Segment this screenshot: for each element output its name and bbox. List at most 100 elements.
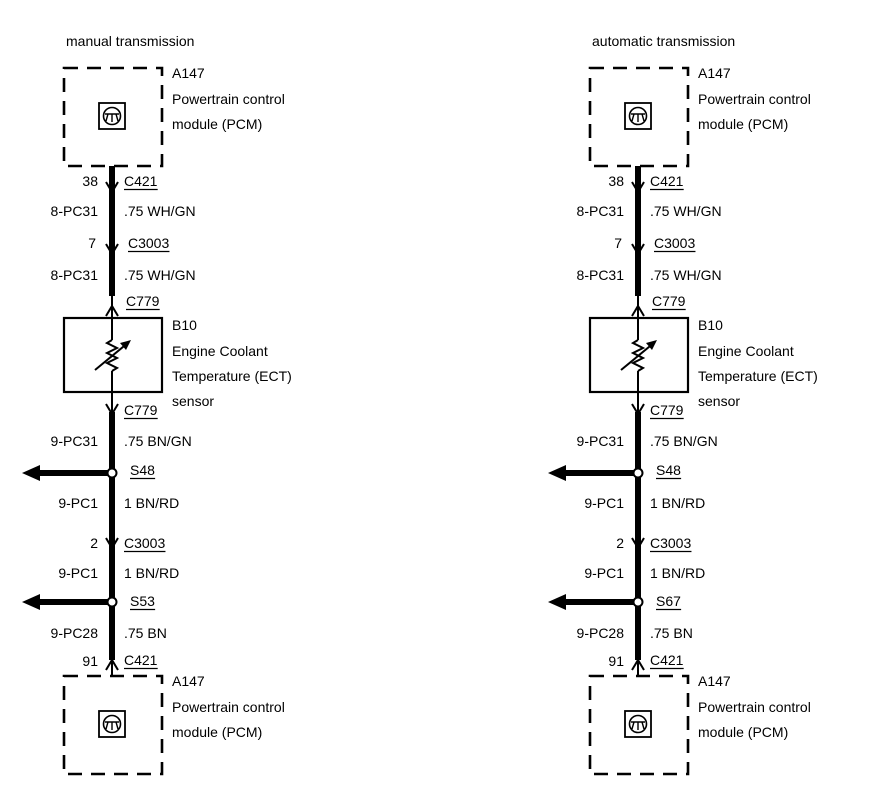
wire1-spec: .75 WH/GN [650,203,722,219]
wire4-circuit: 9-PC1 [584,495,624,511]
lower-connector-arrow [105,537,119,550]
top-connector-arrow [631,181,645,194]
thermistor-symbol [620,318,657,392]
mid-pin: 7 [614,235,622,251]
top-connector-label: C421 [124,173,158,189]
bottom-connector-label: C421 [650,652,684,668]
splice1-label: S48 [130,462,155,478]
pcm-top-name-line1: Powertrain control [172,91,285,107]
pcm-top-icon [624,102,652,130]
bottom-pin: 91 [82,653,98,669]
sensor-top-connector-label: C779 [126,293,160,309]
pcm-top-id: A147 [172,65,205,81]
mid-pin: 7 [88,235,96,251]
sensor-name-line1: Engine Coolant [172,343,268,359]
sensor-name-line3: sensor [698,393,740,409]
wire1-circuit: 8-PC31 [577,203,625,219]
sensor-name-line1: Engine Coolant [698,343,794,359]
pcm-bottom-name-line2: module (PCM) [172,724,262,740]
splice2-dot [632,596,644,608]
splice2-label: S53 [130,593,155,609]
lower-connector-label: C3003 [124,535,165,551]
pcm-bottom-box [588,674,690,776]
wire5-spec: 1 BN/RD [650,565,705,581]
pcm-top-name-line2: module (PCM) [698,116,788,132]
lower-pin: 2 [90,535,98,551]
mid-connector-arrow [105,243,119,256]
top-pin: 38 [608,173,624,189]
pcm-top-name-line2: module (PCM) [172,116,262,132]
wire2-circuit: 8-PC31 [577,267,625,283]
lower-connector-label: C3003 [650,535,691,551]
wire5-spec: 1 BN/RD [124,565,179,581]
column-heading: manual transmission [66,33,194,49]
splice1-dot [106,467,118,479]
splice1-label: S48 [656,462,681,478]
pcm-bottom-icon [624,710,652,738]
splice2-branch-arrow [548,594,566,610]
bottom-connector-arrow [105,658,119,671]
wire3-circuit: 9-PC31 [51,433,99,449]
pcm-top-icon [98,102,126,130]
wire6-spec: .75 BN [124,625,167,641]
splice2-dot [106,596,118,608]
pcm-bottom-id: A147 [172,673,205,689]
wire6-circuit: 9-PC28 [51,625,99,641]
sensor-bottom-connector-arrow [105,403,119,416]
bottom-pin: 91 [608,653,624,669]
lower-connector-arrow [631,537,645,550]
top-connector-arrow [105,181,119,194]
wire3-spec: .75 BN/GN [650,433,718,449]
pcm-top-id: A147 [698,65,731,81]
sensor-name-line3: sensor [172,393,214,409]
bottom-connector-arrow [631,658,645,671]
wire3-circuit: 9-PC31 [577,433,625,449]
wire3-spec: .75 BN/GN [124,433,192,449]
wire6-spec: .75 BN [650,625,693,641]
wire4-spec: 1 BN/RD [650,495,705,511]
pcm-top-box [588,66,690,168]
sensor-id: B10 [698,317,723,333]
wire2-spec: .75 WH/GN [650,267,722,283]
column-heading: automatic transmission [592,33,735,49]
splice2-branch-arrow [22,594,40,610]
splice2-label: S67 [656,593,681,609]
sensor-bottom-connector-label: C779 [124,402,158,418]
sensor-top-connector-arrow [105,304,119,317]
sensor-id: B10 [172,317,197,333]
pcm-top-name-line1: Powertrain control [698,91,811,107]
sensor-bottom-connector-label: C779 [650,402,684,418]
pcm-top-box [62,66,164,168]
pcm-bottom-name-line2: module (PCM) [698,724,788,740]
wire1-circuit: 8-PC31 [51,203,99,219]
lower-pin: 2 [616,535,624,551]
splice1-branch-arrow [548,465,566,481]
sensor-bottom-connector-arrow [631,403,645,416]
sensor-top-connector-arrow [631,304,645,317]
wire2-spec: .75 WH/GN [124,267,196,283]
wire6-circuit: 9-PC28 [577,625,625,641]
thermistor-symbol [94,318,131,392]
top-connector-label: C421 [650,173,684,189]
sensor-name-line2: Temperature (ECT) [172,368,292,384]
splice1-dot [632,467,644,479]
splice1-branch-arrow [22,465,40,481]
wire5-circuit: 9-PC1 [58,565,98,581]
wire4-circuit: 9-PC1 [58,495,98,511]
top-pin: 38 [82,173,98,189]
mid-connector-arrow [631,243,645,256]
pcm-bottom-icon [98,710,126,738]
wire1-spec: .75 WH/GN [124,203,196,219]
wire2-circuit: 8-PC31 [51,267,99,283]
sensor-top-connector-label: C779 [652,293,686,309]
pcm-bottom-box [62,674,164,776]
mid-connector-label: C3003 [128,235,169,251]
wire4-spec: 1 BN/RD [124,495,179,511]
mid-connector-label: C3003 [654,235,695,251]
pcm-bottom-id: A147 [698,673,731,689]
bottom-connector-label: C421 [124,652,158,668]
sensor-name-line2: Temperature (ECT) [698,368,818,384]
